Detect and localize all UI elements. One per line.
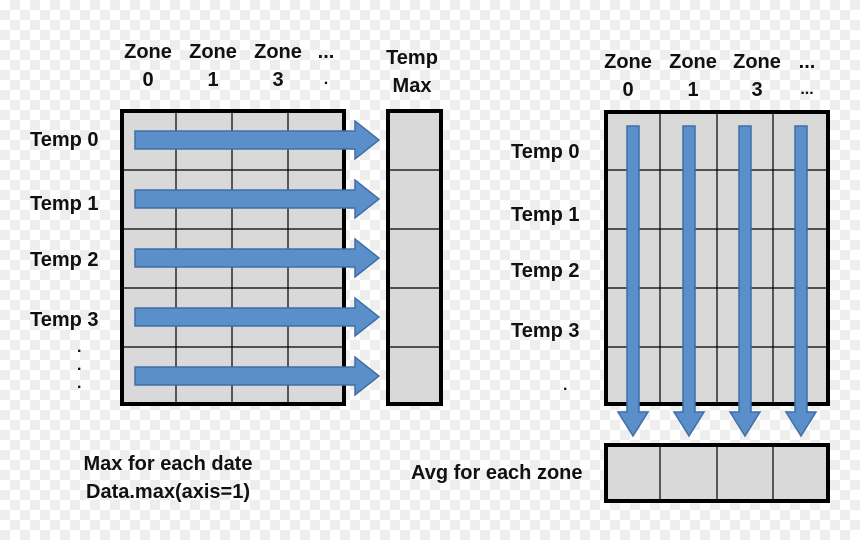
left-zone-header-ellipsis: ... . — [318, 38, 335, 94]
left-zone-header-1: Zone 1 — [189, 38, 237, 94]
left-row-label-0: Temp 0 — [30, 129, 99, 151]
column-arrow-down — [672, 125, 706, 438]
right-zone-header-ellipsis: ... ... — [799, 48, 816, 104]
left-caption: Max for each date Data.max(axis=1) — [84, 450, 253, 506]
header-top: Zone — [124, 41, 172, 63]
left-result-header: Temp Max — [386, 44, 438, 100]
row-arrow-right — [134, 178, 381, 220]
left-row-label-1: Temp 1 — [30, 193, 99, 215]
left-trailing-dot: . — [77, 375, 82, 392]
header-bottom: ... — [800, 81, 814, 98]
header-top: Zone — [604, 51, 652, 73]
result-column-frame — [386, 109, 443, 406]
header-top: Zone — [254, 41, 302, 63]
left-trailing-dot: . — [77, 357, 82, 374]
column-arrow-down — [728, 125, 762, 438]
right-zone-header-0: Zone 0 — [604, 48, 652, 104]
header-bottom: 3 — [751, 79, 763, 101]
left-row-label-2: Temp 2 — [30, 249, 99, 271]
column-arrow-down — [784, 125, 818, 438]
header-top: Zone — [189, 41, 237, 63]
left-zone-header-2: Zone 3 — [254, 38, 302, 94]
left-trailing-dot: . — [77, 339, 82, 356]
right-result-row — [604, 443, 830, 503]
header-bottom: 1 — [207, 69, 219, 91]
right-trailing-dot: . — [563, 377, 568, 394]
header-top: Temp — [386, 47, 438, 69]
right-data-grid — [604, 110, 830, 406]
header-bottom: 1 — [687, 79, 699, 101]
header-bottom: 0 — [622, 79, 634, 101]
header-bottom: 0 — [142, 69, 154, 91]
right-zone-header-1: Zone 1 — [669, 48, 717, 104]
right-row-label-1: Temp 1 — [511, 204, 580, 226]
header-top: Zone — [669, 51, 717, 73]
right-row-label-0: Temp 0 — [511, 141, 580, 163]
right-zone-header-2: Zone 3 — [733, 48, 781, 104]
header-top: ... — [798, 51, 816, 73]
caption-line-1: Max for each date — [83, 453, 253, 475]
header-top: Zone — [733, 51, 781, 73]
right-row-label-2: Temp 2 — [511, 260, 580, 282]
column-arrow-down — [616, 125, 650, 438]
right-row-label-3: Temp 3 — [511, 320, 580, 342]
header-bottom: . — [323, 71, 329, 88]
header-bottom: 3 — [272, 69, 284, 91]
header-bottom: Max — [392, 75, 432, 97]
row-arrow-right — [134, 296, 381, 338]
left-zone-header-0: Zone 0 — [124, 38, 172, 94]
header-top: ... — [317, 41, 335, 63]
row-arrow-right — [134, 355, 381, 397]
right-result-label: Avg for each zone — [411, 462, 583, 484]
left-result-column — [386, 109, 443, 406]
row-arrow-right — [134, 237, 381, 279]
caption-line-2: Data.max(axis=1) — [86, 481, 250, 503]
row-arrow-right — [134, 119, 381, 161]
left-row-label-3: Temp 3 — [30, 309, 99, 331]
